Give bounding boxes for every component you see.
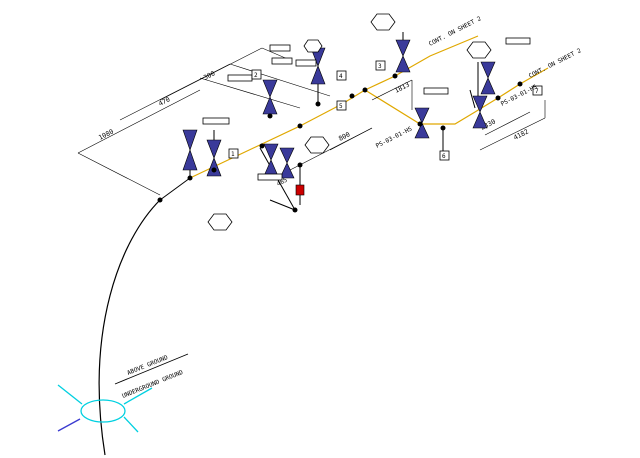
valve-5 [262,79,278,115]
valve-1 [182,129,198,171]
dim-465: 465 [276,176,289,187]
valve-10 [480,61,496,95]
valve-4 [279,147,295,179]
dim-1080: 1080 [97,128,115,142]
dimension-lines [77,47,546,196]
valve-7 [395,39,411,73]
valves [182,39,496,179]
underground-pipe-curve [98,199,161,456]
valve-2 [206,139,222,177]
hex-tag-3 [370,13,396,31]
svg-text:7: 7 [535,88,539,95]
hex-tag-2 [304,136,330,154]
svg-text:5: 5 [339,103,343,110]
marker-3: 3 [375,60,386,71]
marker-5: 5 [336,100,347,111]
marker-1: 1 [228,148,239,159]
ground-symbol [57,384,153,433]
marker-6: 6 [439,150,450,161]
dimension-texts: 1080 470 300 800 1813 2330 4182 465 [97,69,530,187]
marker-4: 4 [336,70,347,81]
marker-2: 2 [251,69,262,80]
hex-tags [207,13,492,231]
valve-9 [472,95,488,129]
dim-1813: 1813 [393,81,411,95]
svg-text:6: 6 [442,153,446,160]
valve-3 [263,143,279,177]
above-ground-label: ABOVE GROUND [126,354,169,377]
dim-300: 300 [202,69,216,81]
dim-4182: 4182 [512,128,530,142]
instrument-tags [202,37,531,181]
marker-7: 7 [532,85,543,96]
junction-dots [157,73,523,213]
hex-tag-4 [466,41,492,59]
line-number-1: PS-03-01-HS [375,125,414,149]
square-markers: 1 2 3 4 5 6 7 [228,60,543,161]
valve-6 [310,47,326,85]
ground-labels: ABOVE GROUND UNDERGROUND GROUND [114,353,189,400]
svg-text:1: 1 [231,151,235,158]
valve-8 [414,107,430,139]
cont-sheet-right: CONT. ON SHEET 2 [528,47,583,80]
hex-tag-1 [207,213,233,231]
svg-text:2: 2 [254,72,258,79]
check-valve [295,184,305,196]
svg-text:4: 4 [339,73,343,80]
svg-text:3: 3 [378,63,382,70]
dim-800: 800 [337,130,351,142]
line-number-2: PS-03-01-HS [500,83,539,107]
hex-tag-5 [303,39,323,53]
